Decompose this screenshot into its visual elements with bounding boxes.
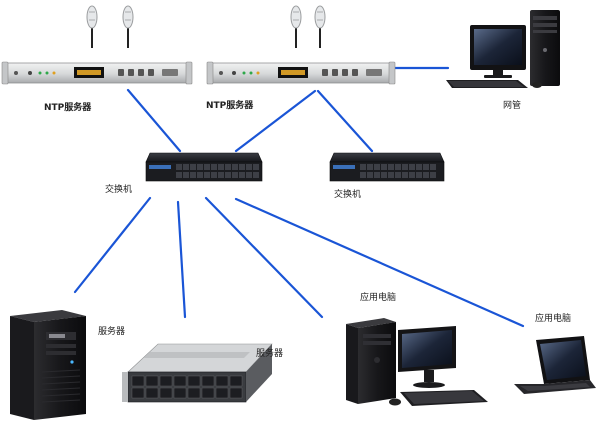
antenna-icon (290, 5, 302, 48)
desktop-computer-icon (346, 318, 488, 406)
network-management-label: 网管 (503, 99, 521, 111)
switch-1-label: 交换机 (105, 183, 132, 195)
link-switch1-desktop (204, 196, 324, 319)
desktop-computer-icon (446, 10, 560, 88)
network-switch-icon (329, 152, 445, 182)
rack-server-icon (206, 61, 396, 85)
ntp-server-2-label: NTP服务器 (206, 99, 254, 111)
switch-2: 交换机 (329, 152, 445, 200)
rack-server-label: 服务器 (256, 347, 283, 359)
network-management-pc: 网管 (446, 10, 560, 111)
antenna-icon (86, 5, 98, 48)
ntp-server-1-label: NTP服务器 (44, 101, 92, 113)
rack-server-icon (1, 61, 193, 85)
rack-server-2u-icon (122, 343, 273, 403)
connection-lines (73, 66, 525, 328)
application-laptop-label: 应用电脑 (535, 312, 571, 324)
application-desktop-pc: 应用电脑 (346, 291, 488, 406)
ntp-server-2: NTP服务器 (206, 5, 396, 111)
tower-server-icon (10, 310, 86, 420)
link-ntp1-switch1 (126, 88, 182, 153)
link-switch1-tower-server (73, 196, 152, 294)
link-ntp2-switch1 (234, 89, 317, 153)
tower-server: 服务器 (10, 310, 125, 420)
switch-2-label: 交换机 (334, 188, 361, 200)
application-desktop-label: 应用电脑 (360, 291, 396, 303)
ntp-server-1: NTP服务器 (1, 5, 193, 113)
tower-server-label: 服务器 (98, 325, 125, 337)
antenna-icon (122, 5, 134, 48)
link-ntp2-switch2 (316, 89, 374, 153)
laptop-icon (514, 336, 596, 394)
link-switch1-laptop (234, 197, 525, 328)
link-switch1-rack-server (176, 200, 187, 319)
rack-mount-server: 服务器 (122, 343, 283, 403)
antenna-icon (314, 5, 326, 48)
network-switch-icon (145, 152, 263, 182)
switch-1: 交换机 (105, 152, 263, 195)
application-laptop: 应用电脑 (514, 312, 596, 394)
